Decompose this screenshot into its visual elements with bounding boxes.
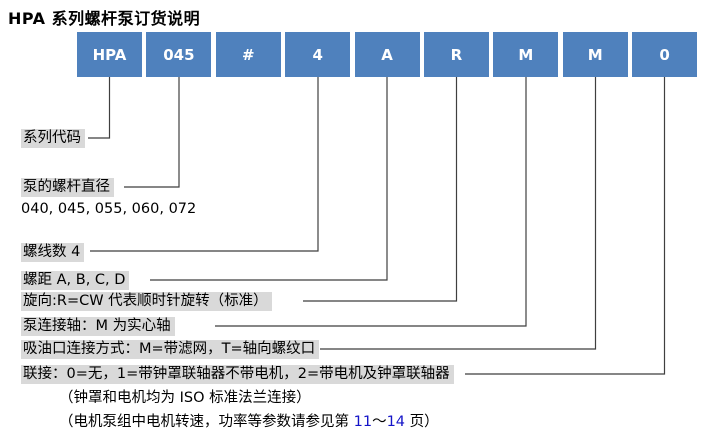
- code-segment-placeholder: #: [215, 32, 281, 77]
- note-pages-end: 14: [386, 414, 406, 430]
- note-flange-text: （钟罩和电机均为 ISO 标准法兰连接）: [59, 390, 311, 406]
- suction-connection-text: 吸油口连接方式：M=带滤网，T=轴向螺纹口: [21, 340, 320, 359]
- note-pages-start: 11: [353, 414, 373, 430]
- thread-count-text: 螺线数 4: [21, 243, 85, 262]
- page-title: HPA 系列螺杆泵订货说明: [8, 9, 201, 28]
- label-coupling: 联接：0=无，1=带钟罩联轴器不带电机，2=带电机及钟罩联轴器: [21, 365, 454, 384]
- diameter-values-text: 040, 045, 055, 060, 072: [21, 201, 197, 217]
- code-segment-rotation: R: [423, 32, 489, 77]
- note-pages-tilde: ～: [372, 414, 387, 430]
- label-rotation: 旋向:R=CW 代表顺时针旋转（标准）: [21, 292, 272, 311]
- coupling-text: 联接：0=无，1=带钟罩联轴器不带电机，2=带电机及钟罩联轴器: [21, 365, 454, 384]
- rotation-text: 旋向:R=CW 代表顺时针旋转（标准）: [21, 292, 272, 311]
- note-pages-suffix: 页）: [405, 414, 439, 430]
- note-flange: （钟罩和电机均为 ISO 标准法兰连接）: [59, 389, 311, 407]
- label-series-code: 系列代码: [21, 129, 85, 148]
- code-segment-diameter: 045: [146, 32, 212, 77]
- label-screw-diameter: 泵的螺杆直径: [21, 178, 114, 197]
- label-suction-connection: 吸油口连接方式：M=带滤网，T=轴向螺纹口: [21, 340, 320, 359]
- label-thread-count: 螺线数 4: [21, 243, 85, 262]
- note-pages: （电机泵组中电机转速，功率等参数请参见第 11～14 页）: [59, 413, 439, 431]
- label-pump-shaft: 泵连接轴：M 为实心轴: [21, 317, 175, 336]
- code-segment-threads: 4: [285, 32, 351, 77]
- label-diameter-values: 040, 045, 055, 060, 072: [21, 200, 196, 218]
- pitch-text: 螺距 A, B, C, D: [21, 271, 130, 290]
- note-pages-prefix: （电机泵组中电机转速，功率等参数请参见第: [59, 414, 354, 430]
- pump-shaft-text: 泵连接轴：M 为实心轴: [21, 317, 175, 336]
- series-code-text: 系列代码: [21, 129, 85, 148]
- code-segment-series: HPA: [77, 32, 142, 77]
- code-segment-coupling: 0: [632, 32, 698, 77]
- screw-diameter-text: 泵的螺杆直径: [21, 178, 114, 197]
- code-segment-pitch: A: [354, 32, 420, 77]
- order-code-row: HPA 045 # 4 A R M M 0: [77, 32, 698, 77]
- code-segment-suction: M: [562, 32, 628, 77]
- label-pitch: 螺距 A, B, C, D: [21, 271, 130, 290]
- code-segment-shaft: M: [493, 32, 559, 77]
